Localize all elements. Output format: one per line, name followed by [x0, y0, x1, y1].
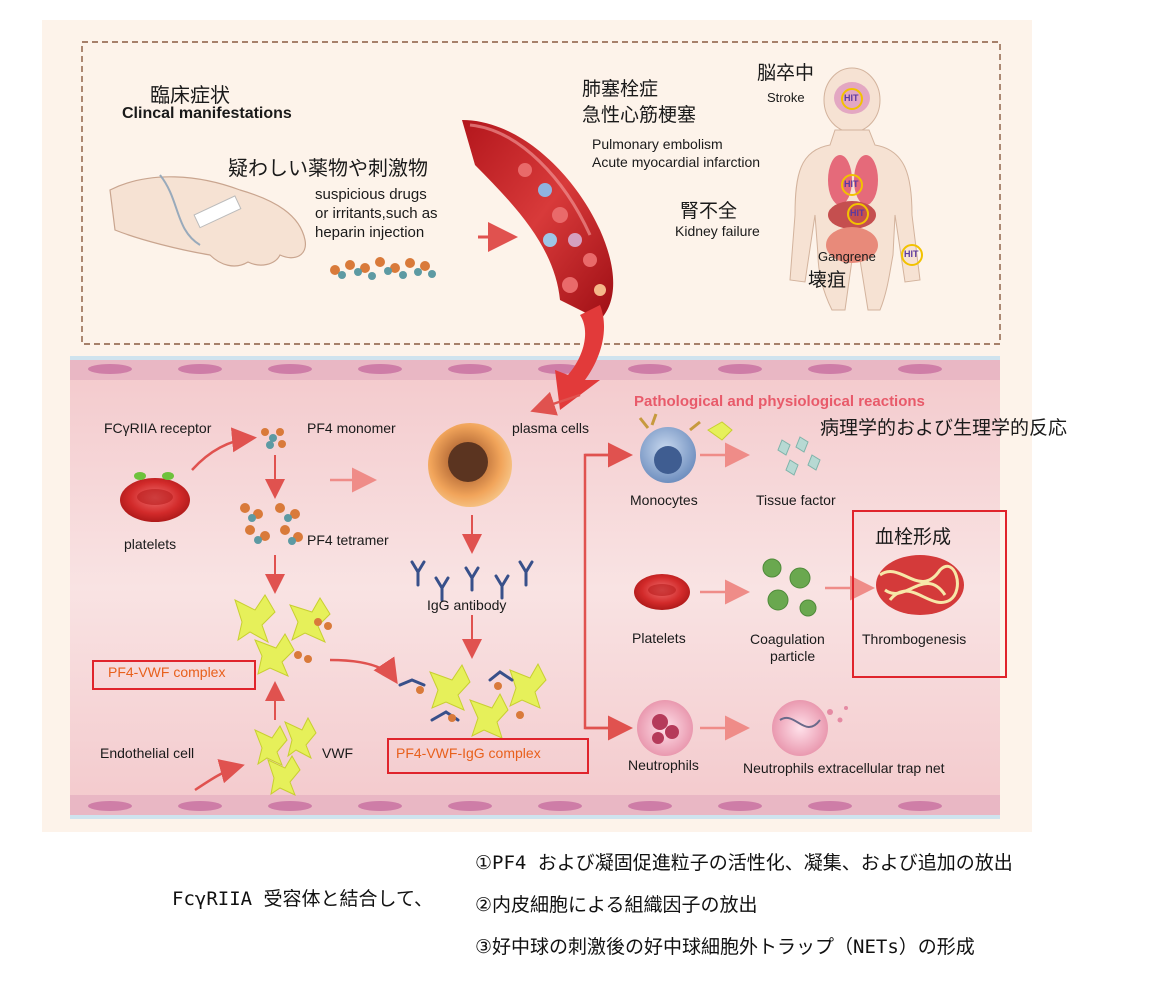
hit-badge-kidney: HIT [850, 208, 865, 218]
tissue-factor-shapes [777, 436, 821, 476]
pe-label-jp-1: 肺塞栓症 [582, 78, 659, 100]
platelet-cell [120, 472, 190, 522]
drugs-label-en-2: or irritants,such as [315, 205, 438, 222]
pf4-vwf-complex-shapes [234, 594, 331, 677]
thrombus-illustration [876, 555, 964, 615]
platelet-cell-right [634, 574, 690, 610]
drugs-label-jp: 疑わしい薬物や刺激物 [228, 156, 428, 180]
caption-item-3: ③好中球の刺激後の好中球細胞外トラップ（NETs）の形成 [475, 936, 975, 958]
human-body-illustration [789, 67, 923, 311]
reactions-title-en: Pathological and physiological reactions [634, 393, 925, 410]
arrow-vessel-to-pathway [555, 305, 605, 410]
coagulation-label-1: Coagulation [750, 631, 825, 647]
kidney-label-jp: 腎不全 [680, 200, 738, 222]
endothelial-cell-label: Endothelial cell [100, 745, 195, 761]
thrombogenesis-label: Thrombogenesis [862, 631, 967, 647]
thrombo-title-jp: 血栓形成 [875, 526, 952, 548]
gangrene-label-jp: 壊疽 [808, 269, 847, 291]
pf4-vwf-complex-box [92, 660, 256, 690]
blood-vessel-illustration [462, 120, 614, 320]
pe-label-en-1: Pulmonary embolism [592, 136, 723, 152]
vwf-shapes [254, 716, 317, 796]
stroke-label-jp: 脳卒中 [757, 62, 815, 84]
pf4-vwf-igg-complex-shapes [398, 662, 547, 739]
pf4-vwf-igg-complex-box [387, 738, 589, 774]
platelets-label: platelets [124, 536, 177, 552]
nets-illustration [772, 700, 848, 756]
arrow-complex-to-igg-complex [329, 656, 398, 685]
nets-label: Neutrophils extracellular trap net [743, 760, 945, 776]
monocyte-cell [638, 413, 733, 483]
arrow-platelet-to-monomer [191, 427, 257, 471]
kidney-label-en: Kidney failure [675, 223, 760, 239]
caption-item-1: ①PF4 および凝固促進粒子の活性化、凝集、および追加の放出 [475, 852, 1013, 874]
plasma-cells-label: plasma cells [512, 420, 590, 436]
caption-lead: FcγRIIA 受容体と結合して、 [172, 888, 433, 910]
fcgr-receptor-label: FCγRIIA receptor [104, 420, 212, 436]
neutrophils-label: Neutrophils [628, 757, 699, 773]
gangrene-label-en: Gangrene [818, 249, 876, 264]
plasma-cell [428, 423, 512, 507]
pf4-monomer-cluster [261, 428, 286, 449]
igg-antibody-shapes [410, 560, 534, 602]
drugs-label-en-1: suspicious drugs [315, 186, 427, 203]
igg-antibody-label: IgG antibody [427, 597, 507, 613]
pe-label-jp-2: 急性心筋梗塞 [582, 104, 697, 126]
pf4-tetramer-cluster [240, 503, 303, 545]
hit-badge-hand: HIT [904, 249, 919, 259]
pf4-monomer-label: PF4 monomer [307, 420, 396, 436]
pf4-tetramer-label: PF4 tetramer [307, 532, 389, 548]
monocytes-label: Monocytes [630, 492, 698, 508]
hand-iv-illustration [109, 174, 307, 267]
vessel-wall-bottom [70, 795, 1000, 819]
platelets-right-label: Platelets [632, 630, 686, 646]
pe-label-en-2: Acute myocardial infarction [592, 154, 761, 170]
hit-badge-brain: HIT [844, 93, 859, 103]
tissue-factor-label: Tissue factor [756, 492, 836, 508]
pf4-vwf-igg-complex-label: PF4-VWF-IgG complex [396, 745, 541, 761]
thrombogenesis-box [852, 510, 1007, 678]
stroke-label-en: Stroke [767, 90, 805, 105]
pf4-on-complex [294, 618, 332, 663]
caption-item-2: ②内皮細胞による組織因子の放出 [475, 894, 758, 916]
hit-badge-heart: HIT [844, 179, 859, 189]
drugs-label-en-3: heparin injection [315, 224, 425, 241]
vessel-wall-top [70, 356, 1000, 380]
arrow-endothelial-to-vwf [194, 759, 245, 792]
reactions-title-jp: 病理学的および生理学的反応 [820, 417, 1068, 439]
clinical-title-jp: 臨床症状 [150, 83, 230, 107]
coagulation-label-2: particle [770, 648, 816, 664]
clinical-title-en: Clincal manifestations [122, 105, 292, 122]
vwf-label: VWF [322, 745, 354, 761]
heparin-molecules [330, 257, 436, 280]
coagulation-particle-shapes [762, 558, 817, 617]
neutrophil-cell [637, 700, 693, 756]
pf4-vwf-complex-label: PF4-VWF complex [108, 664, 226, 680]
arrow-to-plasma-cells [530, 391, 581, 416]
